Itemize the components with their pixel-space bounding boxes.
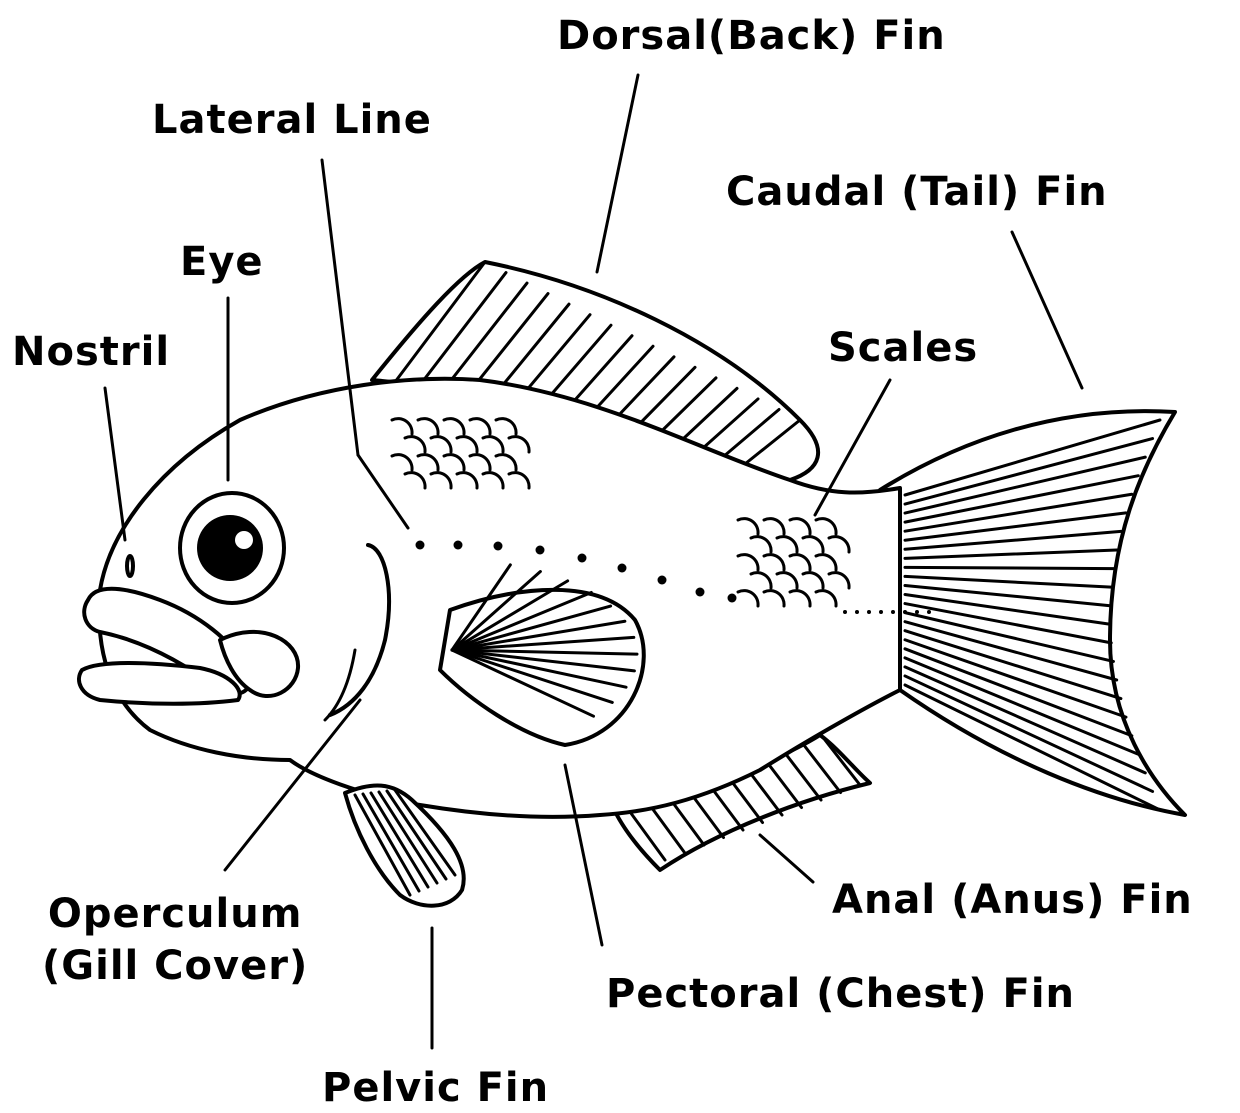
fish-eye — [180, 493, 284, 603]
caudal-fin-ray — [905, 439, 1153, 504]
label-pectoral-fin: Pectoral (Chest) Fin — [606, 972, 1075, 1016]
label-lateral-line: Lateral Line — [152, 98, 432, 142]
label-nostril: Nostril — [12, 330, 170, 374]
caudal-fin-ray — [905, 585, 1110, 605]
caudal-fin-ray — [905, 631, 1121, 699]
caudal-fin-ray — [905, 658, 1138, 754]
label-pelvic-fin: Pelvic Fin — [322, 1066, 549, 1110]
label-dorsal-fin: Dorsal(Back) Fin — [557, 14, 946, 58]
label-caudal-fin: Caudal (Tail) Fin — [726, 170, 1108, 214]
lateral-line-dot — [454, 541, 463, 550]
lateral-line-dot — [891, 610, 895, 614]
label-anal-fin: Anal (Anus) Fin — [832, 878, 1193, 922]
caudal-fin — [880, 411, 1185, 815]
caudal-fin-ray — [905, 576, 1111, 587]
lateral-line-dot — [618, 564, 627, 573]
lateral-line-dot — [494, 542, 503, 551]
lateral-line-dot — [728, 594, 737, 603]
label-operculum: Operculum (Gill Cover) — [42, 892, 308, 988]
lateral-line-dot — [658, 576, 667, 585]
lateral-line-dot — [578, 554, 587, 563]
leader-anal — [760, 835, 813, 882]
dorsal-fin-ray — [418, 273, 506, 388]
caudal-fin-ray — [905, 567, 1113, 568]
lateral-line-dot — [927, 610, 931, 614]
label-scales: Scales — [828, 326, 978, 370]
lateral-line-dot — [696, 588, 705, 597]
leader-caudal — [1012, 232, 1082, 388]
lateral-line-dot — [879, 610, 883, 614]
label-eye: Eye — [180, 240, 264, 284]
lateral-line-dot — [903, 610, 907, 614]
leader-dorsal — [597, 75, 638, 272]
lateral-line-dot — [867, 610, 871, 614]
caudal-fin-ray — [905, 531, 1121, 549]
lateral-line-dot — [915, 610, 919, 614]
lateral-line-dot — [843, 610, 847, 614]
caudal-fin-ray — [905, 550, 1117, 558]
dorsal-fin-ray — [395, 262, 485, 382]
lateral-line-dot — [536, 546, 545, 555]
lateral-line-dot — [416, 541, 425, 550]
leader-nostril — [105, 388, 125, 540]
lateral-line-dot — [855, 610, 859, 614]
label-operculum-line1: Operculum — [42, 892, 308, 936]
label-operculum-line2: (Gill Cover) — [42, 944, 308, 988]
